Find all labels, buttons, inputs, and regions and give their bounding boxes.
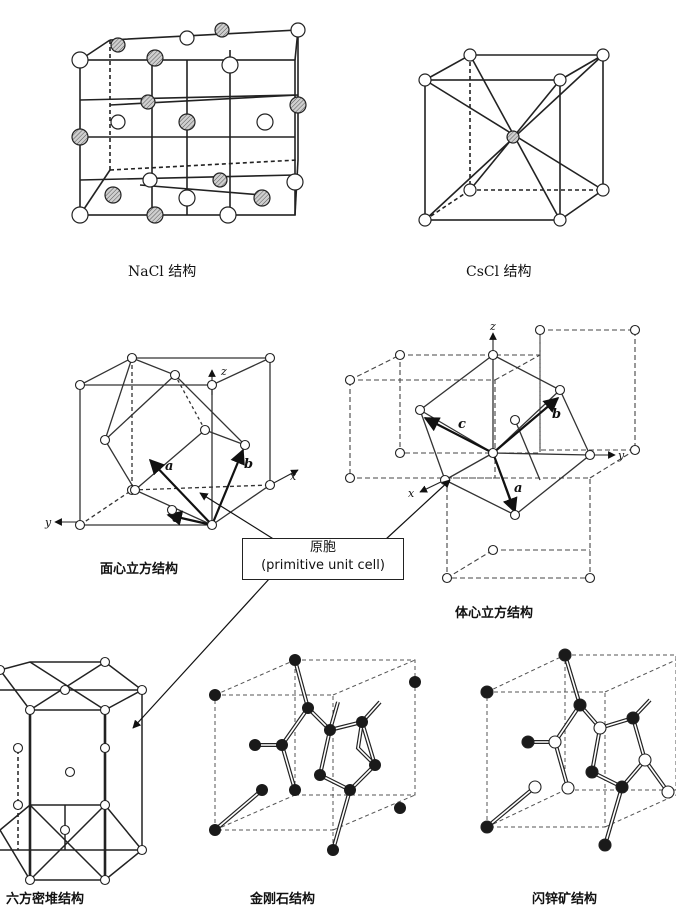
callout-subtitle: (primitive unit cell) bbox=[243, 557, 403, 575]
bcc-primitive-cell bbox=[420, 355, 590, 515]
diamond-structure-diagram bbox=[215, 660, 415, 850]
caption-diamond: 金刚石结构 bbox=[250, 888, 315, 907]
zincblende-atoms bbox=[481, 649, 674, 851]
primitive-cell-callout: 原胞 (primitive unit cell) bbox=[242, 538, 404, 580]
callout-title: 原胞 bbox=[243, 539, 403, 557]
bcc-vector-b-label: b bbox=[552, 407, 561, 422]
caption-fcc: 面心立方结构 bbox=[100, 558, 178, 577]
nacl-atoms bbox=[72, 23, 306, 223]
fcc-axis-x-label: x bbox=[290, 470, 297, 483]
diamond-bonds-inner bbox=[215, 660, 380, 850]
bcc-axis-y-label: y bbox=[617, 449, 625, 462]
caption-hcp: 六方密堆结构 bbox=[6, 888, 84, 907]
fcc-vector-b-label: b bbox=[244, 457, 253, 472]
fcc-axes bbox=[55, 370, 298, 522]
bcc-vector-c-label: c bbox=[458, 417, 466, 432]
bcc-axes bbox=[420, 333, 615, 492]
fcc-axis-y-label: y bbox=[44, 516, 52, 529]
fcc-vector-c-label: c bbox=[172, 511, 180, 526]
caption-cscl: CsCl 结构 bbox=[466, 261, 532, 281]
caption-bcc: 体心立方结构 bbox=[455, 602, 533, 621]
bcc-axis-x-label: x bbox=[408, 487, 415, 500]
fcc-axis-z-label: z bbox=[220, 365, 227, 378]
caption-zincblende: 闪锌矿结构 bbox=[532, 888, 597, 907]
fcc-vector-a-label: a bbox=[165, 459, 173, 474]
bcc-vector-a-label: a bbox=[514, 481, 522, 496]
zincblende-bonds bbox=[487, 655, 668, 845]
bcc-axis-z-label: z bbox=[489, 320, 496, 333]
diamond-atoms bbox=[209, 654, 421, 856]
diamond-bonds bbox=[215, 660, 380, 850]
caption-nacl: NaCl 结构 bbox=[128, 261, 196, 281]
